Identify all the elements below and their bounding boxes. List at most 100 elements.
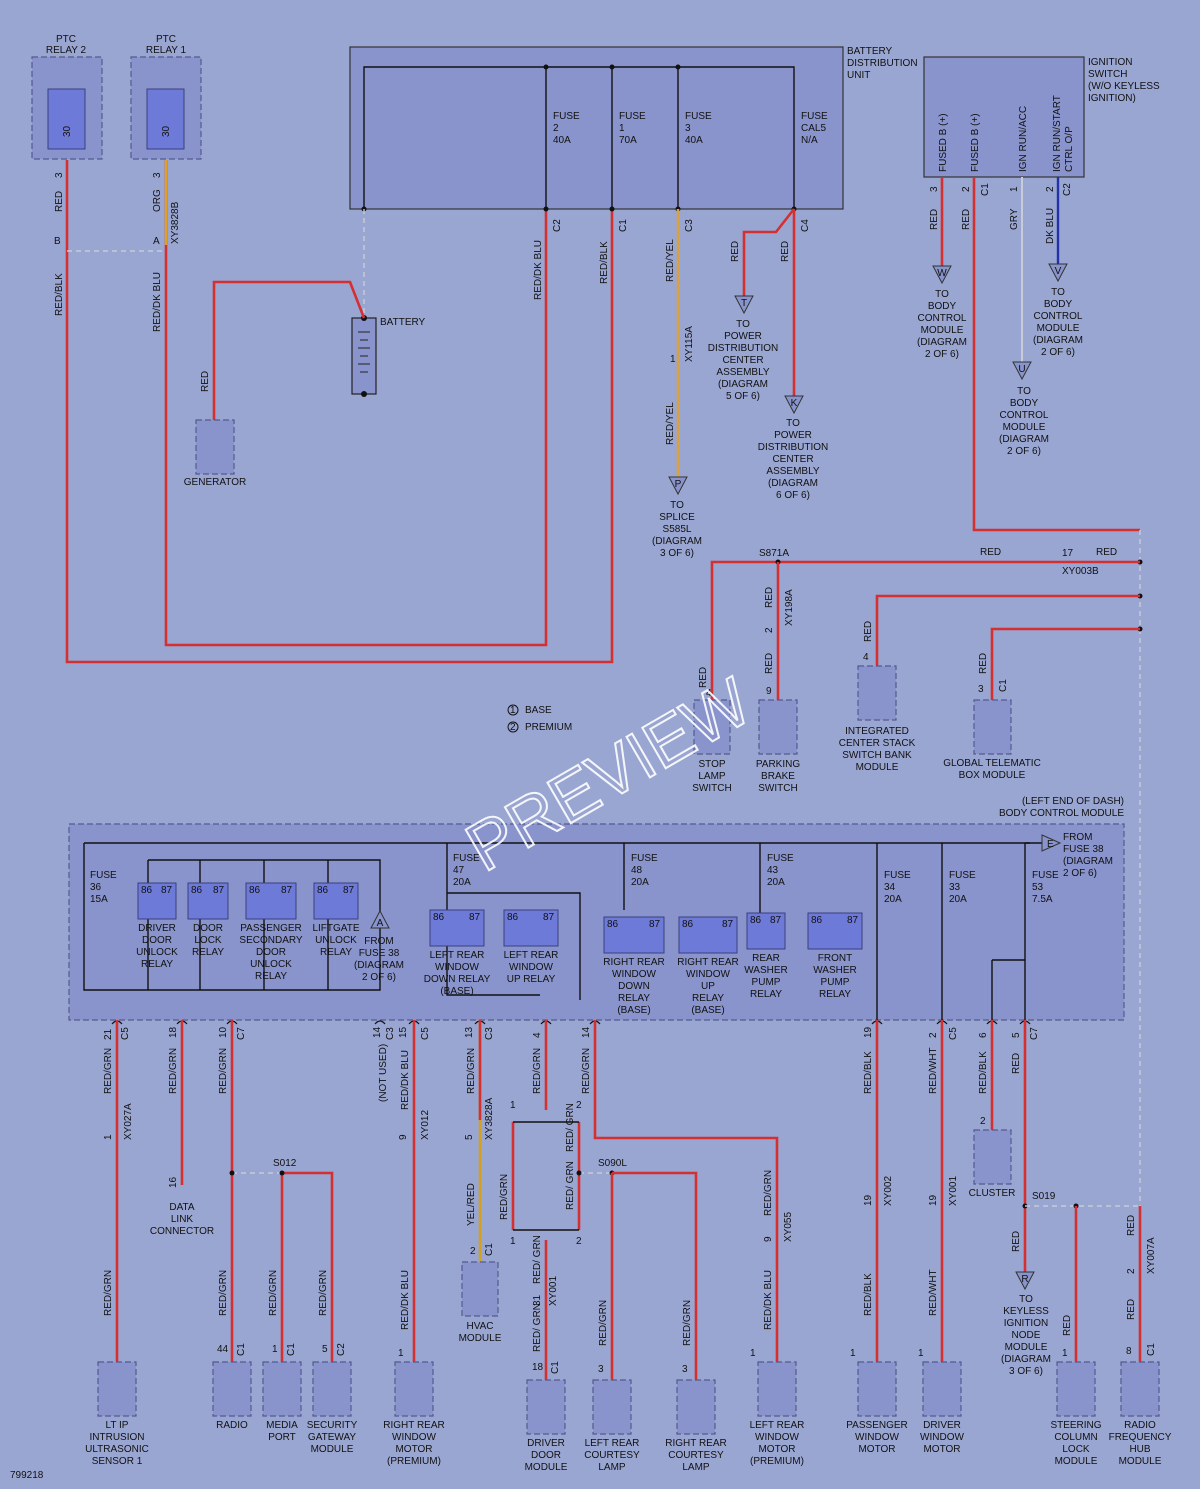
relay-label-line: LEFT REAR — [504, 950, 559, 961]
to-kin-4: NODE — [1012, 1330, 1041, 1341]
to-pdc5-7: 5 OF 6) — [726, 391, 760, 402]
xy3828a-pin: 5 — [464, 1134, 475, 1140]
component-label-line: COLUMN — [1054, 1432, 1097, 1443]
relay-label-line: DOOR — [193, 923, 223, 934]
wire-lr-motor — [593, 1020, 779, 1362]
wire-redyel-label-2: RED/YEL — [665, 402, 676, 445]
ptc-relay-1-coil — [146, 88, 185, 150]
badge-w-triangle — [932, 265, 952, 285]
dlc-3: CONNECTOR — [150, 1226, 214, 1237]
to-pdc-5-badge: T TO POWER DISTRIBUTION CENTER ASSEMBLY … — [708, 295, 778, 402]
gtbm-1: GLOBAL TELEMATIC — [943, 758, 1041, 769]
bcm-fuse33-1: FUSE — [949, 870, 976, 881]
bcm-fuse34-1: FUSE — [884, 870, 911, 881]
component-label-line: MOTOR — [923, 1444, 960, 1455]
to-kin-2: KEYLESS — [1003, 1306, 1049, 1317]
from-fuse38-top: E FROM FUSE 38 (DIAGRAM 2 OF 6) — [1041, 832, 1113, 879]
bcm-pin19-a: 19 — [863, 1026, 874, 1038]
bcm-pin14-a: 14 — [372, 1026, 383, 1038]
bcm-fuse-43: FUSE 43 20A — [767, 853, 794, 888]
ptc2-pin-b: B — [54, 236, 61, 247]
component-label-line: MODULE — [525, 1462, 568, 1473]
component-label-line: GATEWAY — [308, 1432, 356, 1443]
s019-label: S019 — [1032, 1191, 1056, 1202]
xy001-dwm-label: XY001 — [948, 1176, 959, 1206]
ddm-legend-2b: 2 — [576, 1236, 582, 1247]
ign-label-3: (W/O KEYLESS — [1088, 81, 1160, 92]
module-pin: 1 — [398, 1348, 404, 1359]
bcm-fuse43-2: 43 — [767, 865, 779, 876]
ptc-relay-1-pin: 30 — [161, 125, 172, 137]
xy198a-label: XY198A — [784, 589, 795, 626]
ign-pin-fusedb-1: FUSED B (+) — [938, 113, 949, 172]
component-label-line: MODULE — [311, 1444, 354, 1455]
relay-label-line: SECONDARY — [239, 935, 302, 946]
xy3828a-label: XY3828A — [484, 1097, 495, 1140]
xy002-pin: 19 — [863, 1194, 874, 1206]
wire-ddm — [511, 1020, 581, 1380]
relay-label-line: UP — [701, 981, 715, 992]
stop-lamp-1: STOP — [698, 759, 725, 770]
battery-cells — [358, 331, 370, 373]
to-kin-1: TO — [1019, 1294, 1033, 1305]
radio-c1: C1 — [236, 1343, 247, 1356]
wire-gry-label: GRY — [1009, 208, 1020, 230]
bdu-junction — [609, 206, 615, 212]
component-box — [1056, 1361, 1096, 1417]
bdu-c2: C2 — [552, 219, 563, 232]
component-label-line: STEERING — [1050, 1420, 1101, 1431]
legend-num-1: 1 — [510, 705, 516, 716]
component-label-line: HUB — [1129, 1444, 1150, 1455]
relay-pin-87: 87 — [847, 915, 859, 926]
component-label-line: MOTOR — [395, 1444, 432, 1455]
component-label-line: (PREMIUM) — [750, 1456, 804, 1467]
relay-label-line: LIFTGATE — [312, 923, 359, 934]
relay-pin-87: 87 — [469, 912, 481, 923]
bcm-fuse-feeds — [876, 843, 1026, 1020]
bcm-fuse33-2: 33 — [949, 882, 961, 893]
relay-label-line: LOCK — [194, 935, 222, 946]
component-label-line: SENSOR 1 — [92, 1456, 143, 1467]
bcm-output-pins — [111, 1020, 1031, 1025]
to-kin-badge: R TO KEYLESS IGNITION NODE MODULE (DIAGR… — [1001, 1271, 1051, 1377]
wire-redgrn-split-3: RED/ GRN — [532, 1235, 543, 1284]
bcm-relay-top — [148, 859, 381, 920]
to-bcm-w-2: BODY — [928, 301, 957, 312]
wire-red-rfhm-2: RED — [1126, 1299, 1137, 1320]
relay-label-line: RELAY — [819, 989, 851, 1000]
bdu-fuse-cal5: FUSE CAL5 N/A — [801, 111, 828, 146]
bcm-fuse-48: FUSE 48 20A — [631, 853, 658, 888]
to-kin-3: IGNITION — [1004, 1318, 1048, 1329]
bcm-fuse53-2: 53 — [1032, 882, 1044, 893]
relay-pin-86: 86 — [750, 915, 762, 926]
ptc1-wire-reddkblu-label: RED/DK BLU — [152, 272, 163, 332]
bcm-fuse47-2: 47 — [453, 865, 465, 876]
relay-label-line: PUMP — [821, 977, 850, 988]
component-label-line: LEFT REAR — [585, 1438, 640, 1449]
component-box — [592, 1379, 632, 1435]
bdu-junction — [675, 64, 681, 70]
s012-label: S012 — [273, 1158, 297, 1169]
bcm-pin10: 10 — [218, 1026, 229, 1038]
ptc1-pin3: 3 — [152, 172, 163, 178]
component-box — [97, 1361, 137, 1417]
to-pdc6-6: (DIAGRAM — [768, 478, 818, 489]
to-splice-badge: P TO SPLICE S585L (DIAGRAM 3 OF 6) — [652, 476, 702, 559]
hvac-pin2: 2 — [470, 1246, 476, 1257]
wire-redgrn-hvac: RED/GRN — [466, 1048, 477, 1094]
battery-terminal-minus — [361, 391, 367, 397]
relay-pin-87: 87 — [543, 912, 555, 923]
wire-redgrn-sgm: RED/GRN — [318, 1270, 329, 1316]
ign-pin2b: 2 — [1045, 186, 1056, 192]
to-pdc6-1: TO — [786, 418, 800, 429]
to-bcm-w-6: 2 OF 6) — [925, 349, 959, 360]
xy002-label: XY002 — [883, 1176, 894, 1206]
hvac-module: HVAC MODULE — [459, 1261, 502, 1344]
bdu-junction — [543, 206, 549, 212]
ptc1-wire-org-label: ORG — [152, 189, 163, 212]
